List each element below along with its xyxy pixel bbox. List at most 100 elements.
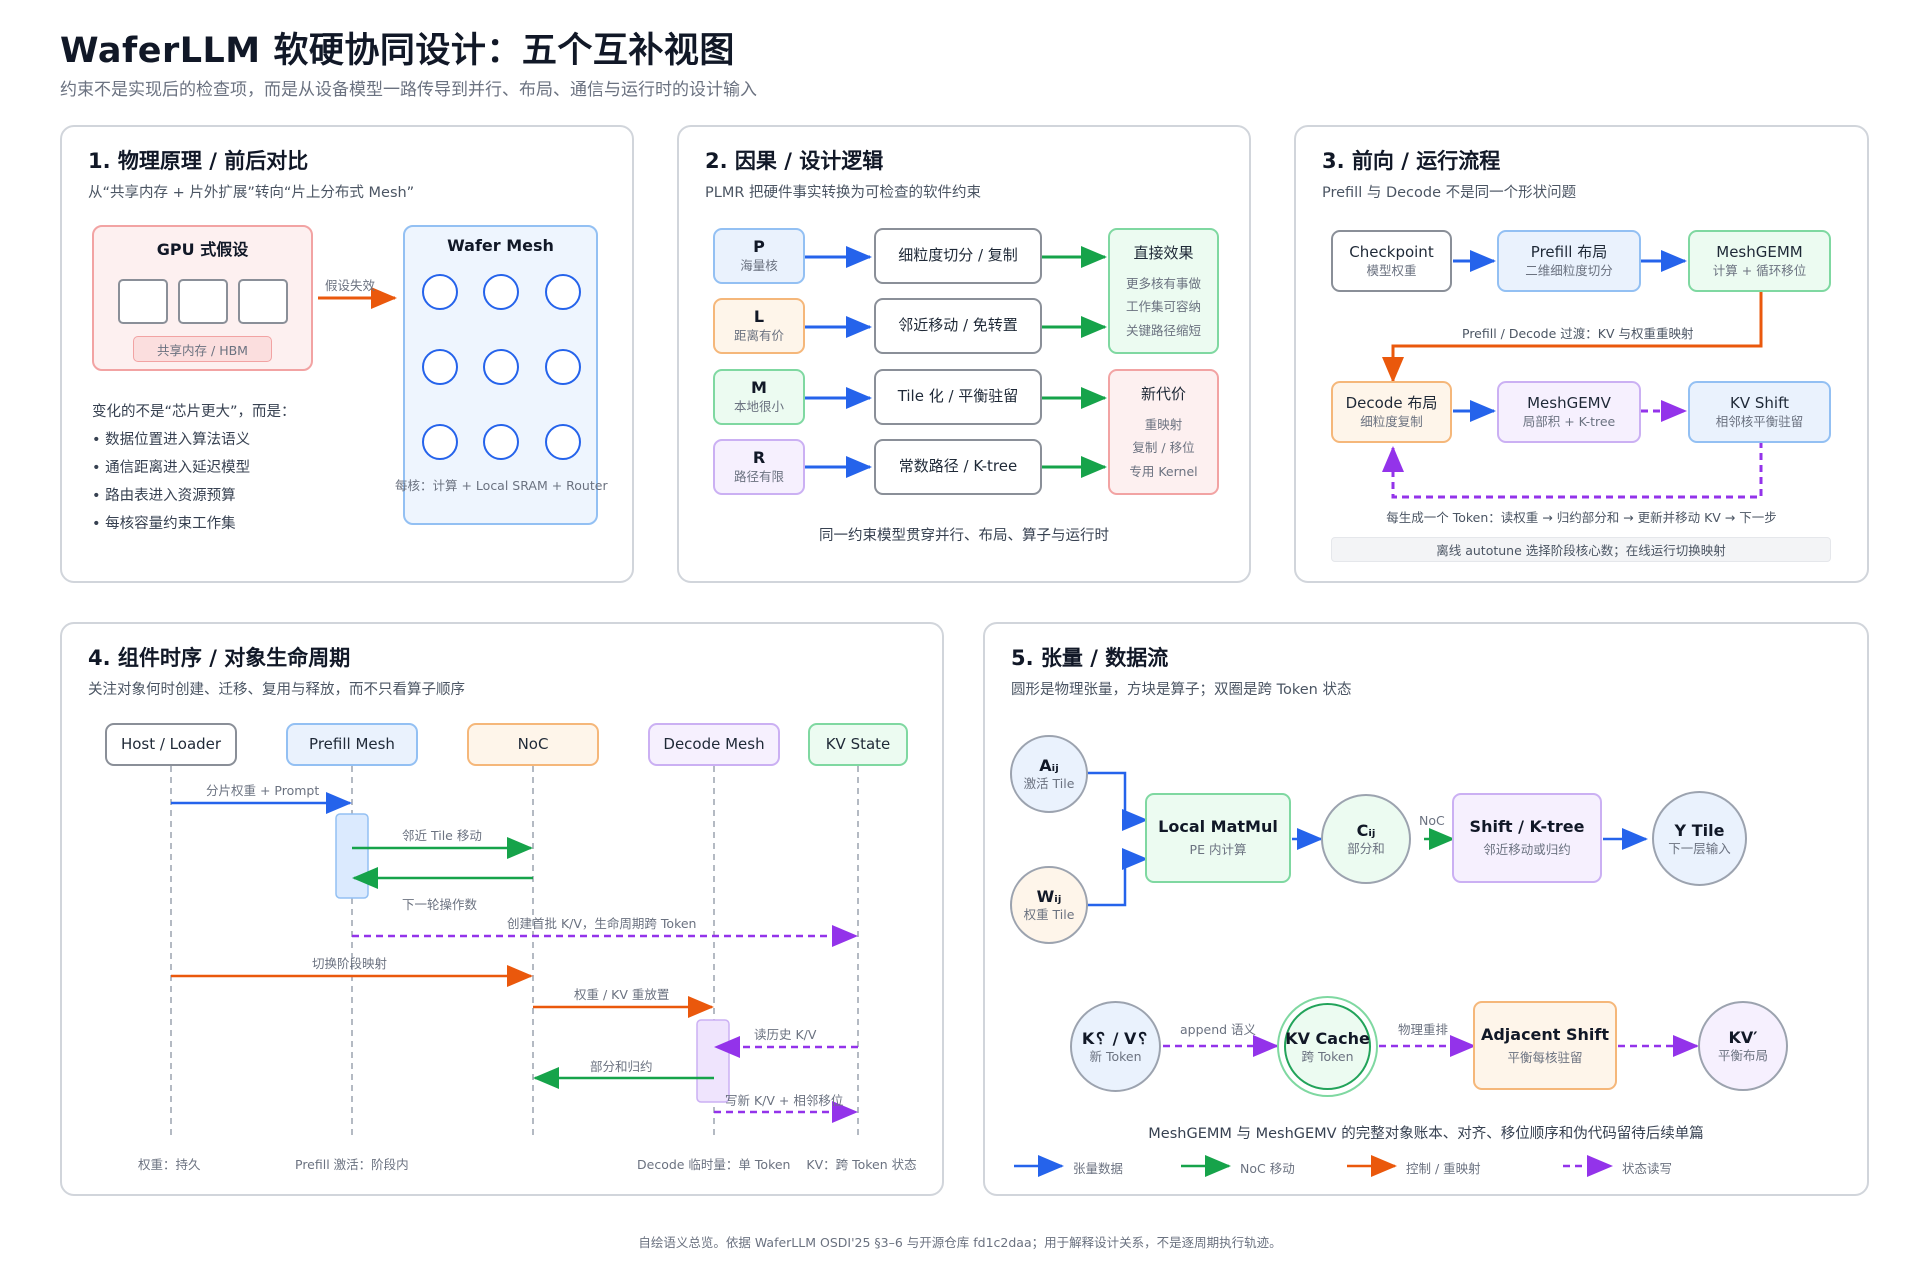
op-adjacent-shift: Adjacent Shift 平衡每核驻留 <box>1473 1001 1617 1090</box>
mesh-core-node <box>545 349 581 385</box>
panel2-title: 2. 因果 / 设计逻辑 <box>705 149 884 173</box>
panel-lifecycle <box>60 622 944 1196</box>
panel5-subtitle: 圆形是物理张量，方块是算子；双圈是跨 Token 状态 <box>1011 682 1352 698</box>
meshgemm-sub: 计算 + 循环移位 <box>1712 262 1807 278</box>
meshgemv-box: MeshGEMV 局部积 + K-tree <box>1497 381 1641 443</box>
panel3-subtitle: Prefill 与 Decode 不是同一个形状问题 <box>1322 185 1577 201</box>
bullet-4: • 每核容量约束工作集 <box>92 516 236 532</box>
state-kv-cache-sub: 跨 Token <box>1301 1048 1354 1064</box>
msg-sharded-weights: 分片权重 + Prompt <box>206 783 320 798</box>
constraint-l-letter: L <box>753 307 765 327</box>
gpu-core-2 <box>178 279 228 324</box>
lane-decode-mesh: Decode Mesh <box>648 723 780 766</box>
assumption-fails-label: 假设失效 <box>325 278 376 293</box>
state-kv-cache-title: KV Cache <box>1285 1028 1370 1048</box>
append-label: append 语义 <box>1180 1022 1257 1037</box>
lane-decode-mesh-label: Decode Mesh <box>663 734 765 753</box>
constraint-l-desc: 距离有价 <box>733 328 784 344</box>
op-adjacent-shift-sub: 平衡每核驻留 <box>1507 1049 1583 1065</box>
checkpoint-box: Checkpoint 模型权重 <box>1331 230 1452 292</box>
mesh-core-node <box>422 274 458 310</box>
tensor-y-sub: 下一层输入 <box>1668 840 1731 856</box>
kv-shift-sub: 相邻核平衡驻留 <box>1715 413 1804 429</box>
tensor-c-sub: 部分和 <box>1347 841 1385 857</box>
gpu-core-1 <box>118 279 168 324</box>
autotune-note: 离线 autotune 选择阶段核心数；在线运行切换映射 <box>1331 537 1831 562</box>
wafer-caption: 每核：计算 + Local SRAM + Router <box>395 478 608 493</box>
action-tile-label: Tile 化 / 平衡驻留 <box>897 387 1019 406</box>
decode-layout-title: Decode 布局 <box>1345 394 1438 413</box>
panel5-title: 5. 张量 / 数据流 <box>1011 646 1169 670</box>
page-title: WaferLLM 软硬协同设计：五个互补视图 <box>60 31 735 71</box>
checkpoint-sub: 模型权重 <box>1366 262 1417 278</box>
meshgemm-box: MeshGEMM 计算 + 循环移位 <box>1688 230 1831 292</box>
tensor-kv-prime: KV′ 平衡布局 <box>1698 1001 1788 1091</box>
mesh-core-node <box>483 274 519 310</box>
legend-tensor-data: 张量数据 <box>1073 1161 1124 1176</box>
panel-tensor-flow <box>983 622 1869 1196</box>
tensor-a-title: Aᵢⱼ <box>1039 756 1059 776</box>
op-shift-ktree-title: Shift / K-tree <box>1469 817 1585 837</box>
transition-label: Prefill / Decode 过渡：KV 与权重重映射 <box>1462 326 1694 341</box>
lifelines <box>170 766 859 1135</box>
state-kv-cache-inner: KV Cache 跨 Token <box>1284 1003 1371 1090</box>
noc-label: NoC <box>1419 813 1445 828</box>
autotune-note-label: 离线 autotune 选择阶段核心数；在线运行切换映射 <box>1436 543 1726 558</box>
kv-shift-title: KV Shift <box>1730 394 1789 413</box>
gpu-shared-memory: 共享内存 / HBM <box>133 336 272 362</box>
tensor-kv-new: K␦ / V␦ 新 Token <box>1070 1001 1161 1092</box>
new-costs-title: 新代价 <box>1140 385 1186 403</box>
panel2-subtitle: PLMR 把硬件事实转换为可检查的软件约束 <box>705 185 982 201</box>
op-local-matmul-sub: PE 内计算 <box>1189 842 1247 858</box>
constraint-m-letter: M <box>751 378 767 398</box>
decode-layout-sub: 细粒度复制 <box>1360 413 1423 429</box>
gpu-core-3 <box>238 279 288 324</box>
gpu-shared-memory-label: 共享内存 / HBM <box>157 342 248 358</box>
runtime-arrows <box>1382 250 1763 499</box>
msg-next-operands: 下一轮操作数 <box>402 897 478 912</box>
op-shift-ktree: Shift / K-tree 邻近移动或归约 <box>1452 793 1602 883</box>
lane-host-loader: Host / Loader <box>105 723 237 766</box>
prefill-activation-bar <box>335 813 369 899</box>
lifetime-weights: 权重：持久 <box>138 1157 201 1172</box>
action-tile: Tile 化 / 平衡驻留 <box>874 369 1042 425</box>
action-path: 常数路径 / K-tree <box>874 439 1042 495</box>
tensor-a-ij: Aᵢⱼ 激活 Tile <box>1010 735 1088 813</box>
op-local-matmul-title: Local MatMul <box>1158 817 1278 837</box>
action-split-label: 细粒度切分 / 复制 <box>898 246 1018 265</box>
bullet-1: • 数据位置进入算法语义 <box>92 432 251 448</box>
mesh-core-node <box>422 349 458 385</box>
lifetime-decode-kv: Decode 临时量：单 Token KV：跨 Token 状态 <box>637 1157 917 1172</box>
msg-neighbor-tile: 邻近 Tile 移动 <box>402 828 482 843</box>
effect-2: 工作集可容纳 <box>1125 299 1201 315</box>
tensor-c-title: Cᵢⱼ <box>1356 821 1376 841</box>
effect-3: 关键路径缩短 <box>1125 323 1201 338</box>
action-neighbor-label: 邻近移动 / 免转置 <box>898 316 1018 335</box>
action-neighbor: 邻近移动 / 免转置 <box>874 298 1042 354</box>
panel3-title: 3. 前向 / 运行流程 <box>1322 149 1501 173</box>
lane-prefill-mesh-label: Prefill Mesh <box>309 734 395 753</box>
panel4-title: 4. 组件时序 / 对象生命周期 <box>88 646 351 670</box>
bullet-3: • 路由表进入资源预算 <box>92 488 236 504</box>
panel-causality <box>677 125 1251 583</box>
meshgemv-title: MeshGEMV <box>1527 394 1611 413</box>
cost-1: 重映射 <box>1144 416 1183 432</box>
checkpoint-title: Checkpoint <box>1349 243 1434 262</box>
op-shift-ktree-sub: 邻近移动或归约 <box>1483 842 1571 858</box>
gpu-title: GPU 式假设 <box>156 240 249 259</box>
reorder-label: 物理重排 <box>1398 1022 1449 1037</box>
mesh-core-node <box>545 274 581 310</box>
cost-2: 复制 / 移位 <box>1132 440 1195 456</box>
tensor-y-title: Y Tile <box>1674 820 1725 840</box>
decode-layout-box: Decode 布局 细粒度复制 <box>1331 381 1452 443</box>
action-path-label: 常数路径 / K-tree <box>898 457 1018 476</box>
lifetime-prefill: Prefill 激活：阶段内 <box>295 1157 409 1172</box>
tensor-y-tile: Y Tile 下一层输入 <box>1652 791 1747 886</box>
legend-state-rw: 状态读写 <box>1622 1161 1673 1176</box>
msg-replace: 权重 / KV 重放置 <box>574 987 670 1002</box>
token-loop-label: 每生成一个 Token：读权重 → 归约部分和 → 更新并移动 KV → 下一步 <box>1386 510 1777 525</box>
tensor-kv-prime-title: KV′ <box>1728 1028 1758 1048</box>
wafer-title: Wafer Mesh <box>447 236 554 255</box>
lane-noc: NoC <box>467 723 599 766</box>
direct-effects-title: 直接效果 <box>1133 244 1194 262</box>
